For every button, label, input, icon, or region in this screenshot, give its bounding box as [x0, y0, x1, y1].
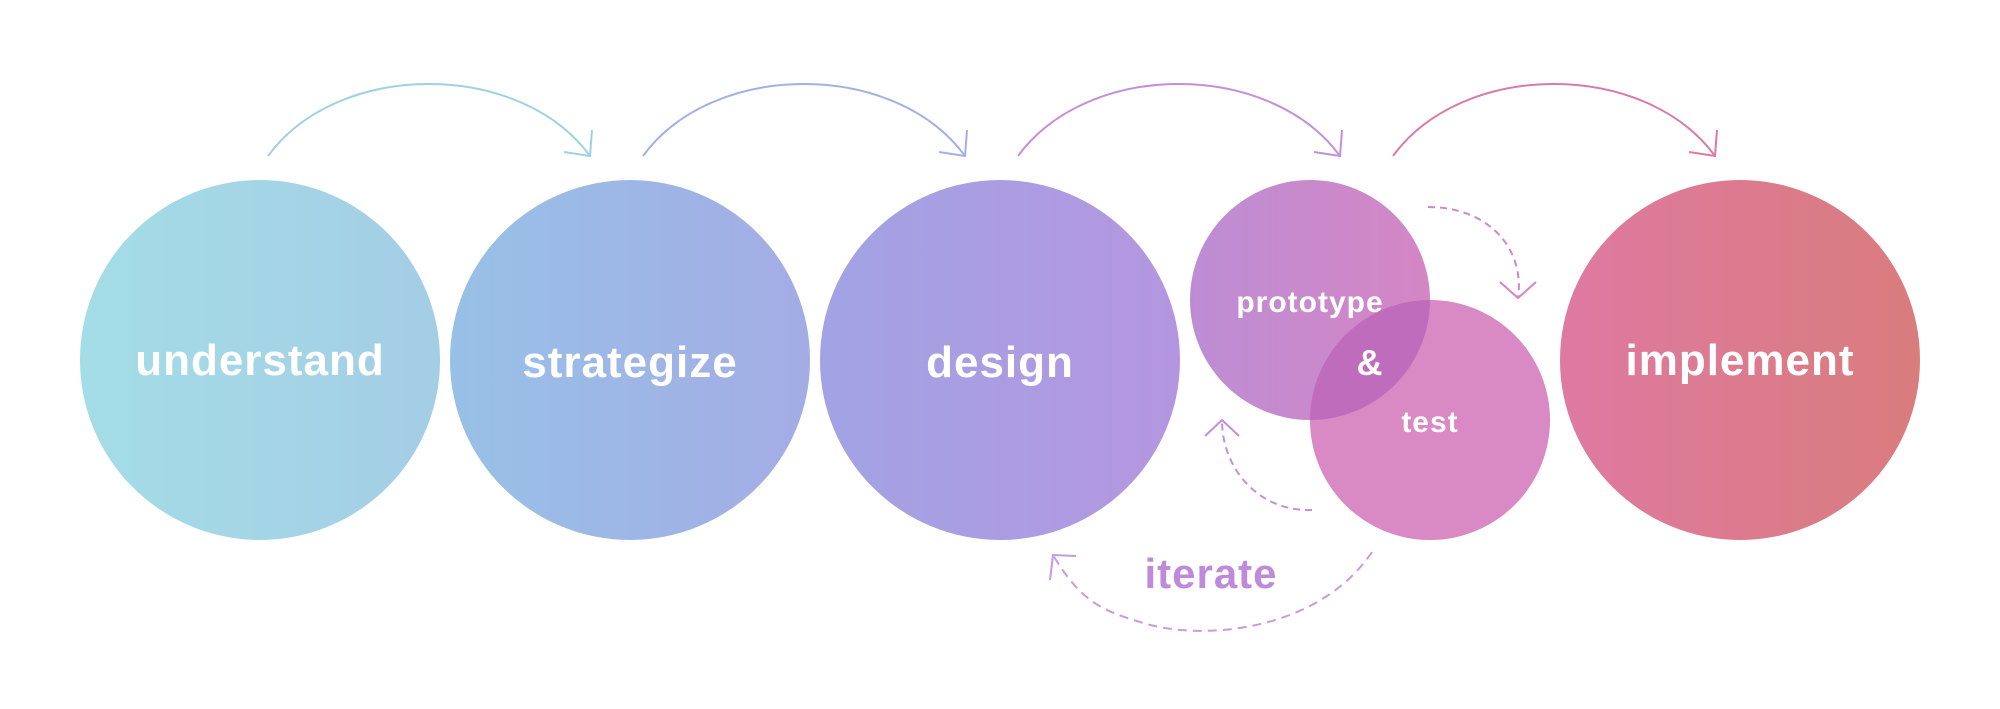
iterate-loop-arrow	[1052, 551, 1373, 632]
forward-arrow-4	[1392, 83, 1718, 158]
prototype-to-test-arrowhead	[1499, 281, 1537, 300]
iterate-loop-arrowhead	[1049, 553, 1077, 581]
prototype-label: prototype	[1236, 286, 1383, 319]
forward-arrow-3	[1017, 83, 1343, 158]
test-to-design-arrowhead	[1204, 418, 1240, 437]
understand-circle	[80, 180, 440, 540]
test-label: test	[1401, 406, 1458, 439]
forward-arrow-2	[642, 83, 968, 158]
implement-label: implement	[1625, 336, 1854, 385]
understand-label: understand	[135, 336, 385, 385]
strategize-label: strategize	[522, 338, 737, 387]
test-to-design-arrow	[1221, 419, 1313, 512]
implement-circle	[1560, 180, 1920, 540]
ampersand-label: &	[1357, 342, 1384, 383]
iterate-label: iterate	[1144, 550, 1277, 597]
prototype-test-overlap	[1310, 300, 1430, 420]
design-circle	[820, 180, 1180, 540]
design-label: design	[926, 338, 1074, 387]
forward-arrow-1	[267, 83, 593, 158]
prototype-to-test-arrow	[1427, 206, 1520, 299]
strategize-circle	[450, 180, 810, 540]
